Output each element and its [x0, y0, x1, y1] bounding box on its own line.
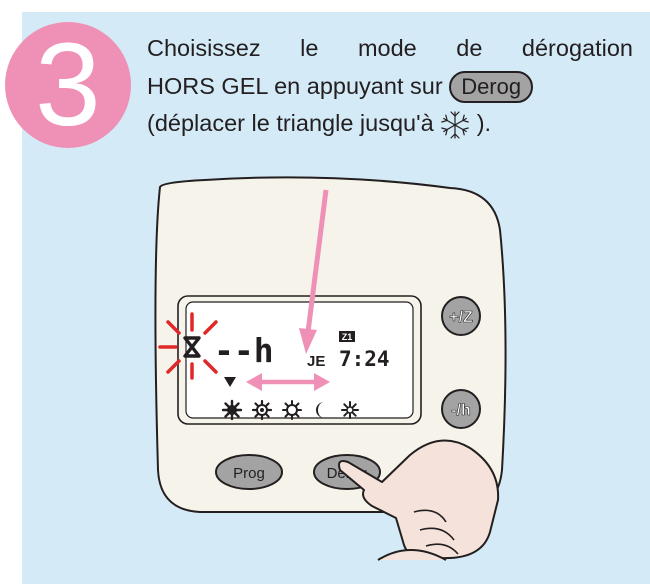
- sun-eco-icon: [282, 400, 302, 420]
- instruction-line-2: HORS GEL en appuyant sur Derog: [147, 68, 633, 106]
- minus-hour-button[interactable]: -/h: [441, 389, 481, 429]
- plus-zone-label: +/Z: [449, 309, 473, 326]
- moon-night-icon: [316, 402, 324, 418]
- sun-comfort-icon: [221, 399, 243, 421]
- lcd-zone: Z1: [342, 332, 353, 342]
- mode-triangle-indicator: [224, 377, 236, 387]
- instruction-text: Choisissez le mode de dérogation HORS GE…: [147, 30, 633, 143]
- instruction-word: mode: [357, 35, 417, 61]
- pointer-arrow: [299, 189, 329, 354]
- instruction-line-3-text: (déplacer le triangle jusqu'à: [147, 110, 434, 136]
- move-arrow: [246, 373, 330, 391]
- instruction-line-1: Choisissez le mode de dérogation: [147, 30, 633, 68]
- minus-hour-label: -/h: [451, 402, 471, 419]
- lcd-dashes: --h: [214, 331, 274, 370]
- instruction-word: Choisissez: [147, 35, 261, 61]
- instruction-line-3-end: ).: [476, 110, 492, 136]
- derog-inline-button: Derog: [449, 71, 534, 104]
- lcd-time: 7:24: [339, 347, 390, 371]
- instruction-word: dérogation: [521, 35, 633, 61]
- instruction-word: de: [456, 35, 483, 61]
- hourglass-blinking-icon: [158, 312, 218, 380]
- plus-zone-button[interactable]: +/Z: [441, 296, 481, 336]
- snowflake-frost-icon: [341, 401, 359, 419]
- lcd-screen: [177, 295, 422, 425]
- lcd-zone-badge: [339, 331, 355, 342]
- instruction-line-2-text: HORS GEL en appuyant sur: [147, 72, 443, 99]
- snowflake-icon: [441, 111, 470, 139]
- step-number-badge: 3: [5, 22, 131, 148]
- prog-button[interactable]: Prog: [215, 454, 283, 490]
- prog-label: Prog: [233, 465, 265, 482]
- instruction-word: le: [300, 35, 319, 61]
- lcd-day: JE: [307, 353, 325, 370]
- sun-comfort-2-icon: [251, 399, 273, 421]
- instruction-line-3: (déplacer le triangle jusqu'à ).: [147, 105, 633, 143]
- pressing-hand-icon: [338, 439, 500, 561]
